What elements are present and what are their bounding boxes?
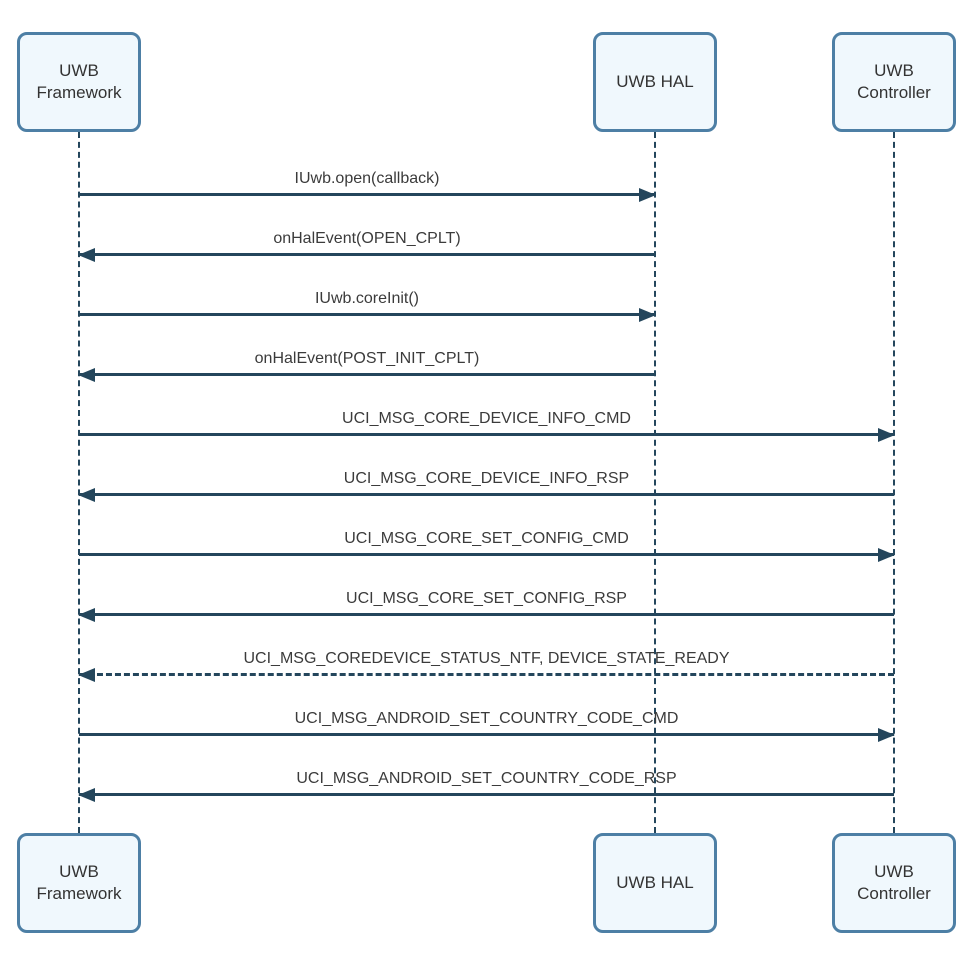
lifeline-uwb-controller [893,132,895,833]
actor-uwb-hal-bottom: UWB HAL [593,833,717,933]
message-line [79,433,894,436]
actor-uwb-controller-bottom: UWB Controller [832,833,956,933]
message-label: IUwb.coreInit() [314,290,420,307]
message-4: onHalEvent(POST_INIT_CPLT) [78,346,655,382]
message-label: onHalEvent(OPEN_CPLT) [273,230,461,247]
actor-label: UWB Controller [857,861,931,903]
message-11: UCI_MSG_ANDROID_SET_COUNTRY_CODE_RSP [78,766,894,802]
arrowhead-icon [78,668,95,682]
actor-label: UWB Framework [36,861,122,903]
arrowhead-icon [639,308,656,322]
message-line [79,193,655,196]
actor-uwb-hal-top: UWB HAL [593,32,717,132]
message-label: UCI_MSG_ANDROID_SET_COUNTRY_CODE_RSP [296,770,677,787]
message-label: UCI_MSG_CORE_SET_CONFIG_RSP [346,590,627,607]
message-line [79,373,655,376]
message-label: onHalEvent(POST_INIT_CPLT) [254,350,480,367]
actor-uwb-framework-bottom: UWB Framework [17,833,141,933]
message-line [79,313,655,316]
message-line [79,613,894,616]
message-5: UCI_MSG_CORE_DEVICE_INFO_CMD [79,406,895,442]
message-label: UCI_MSG_CORE_DEVICE_INFO_CMD [342,410,631,427]
actor-uwb-framework-top: UWB Framework [17,32,141,132]
message-3: IUwb.coreInit() [79,286,656,322]
message-7: UCI_MSG_CORE_SET_CONFIG_CMD [79,526,895,562]
arrowhead-icon [78,788,95,802]
actor-label: UWB HAL [616,872,694,892]
arrowhead-icon [78,248,95,262]
message-8: UCI_MSG_CORE_SET_CONFIG_RSP [78,586,894,622]
message-2: onHalEvent(OPEN_CPLT) [78,226,655,262]
message-label: UCI_MSG_CORE_DEVICE_INFO_RSP [343,470,630,487]
message-1: IUwb.open(callback) [79,166,656,202]
message-label: IUwb.open(callback) [294,170,440,187]
message-6: UCI_MSG_CORE_DEVICE_INFO_RSP [78,466,894,502]
arrowhead-icon [78,608,95,622]
message-9: UCI_MSG_COREDEVICE_STATUS_NTF, DEVICE_ST… [78,646,894,682]
message-line [79,793,894,796]
message-line [79,493,894,496]
message-label: UCI_MSG_ANDROID_SET_COUNTRY_CODE_CMD [294,710,679,727]
message-line [79,673,894,676]
actor-label: UWB Controller [857,60,931,102]
actor-uwb-controller-top: UWB Controller [832,32,956,132]
lifeline-uwb-hal [654,132,656,833]
message-line [79,253,655,256]
actor-label: UWB Framework [36,60,122,102]
arrowhead-icon [878,728,895,742]
arrowhead-icon [878,428,895,442]
arrowhead-icon [878,548,895,562]
message-label: UCI_MSG_CORE_SET_CONFIG_CMD [344,530,629,547]
message-line [79,553,894,556]
message-10: UCI_MSG_ANDROID_SET_COUNTRY_CODE_CMD [79,706,895,742]
arrowhead-icon [639,188,656,202]
message-label: UCI_MSG_COREDEVICE_STATUS_NTF, DEVICE_ST… [243,650,730,667]
lifeline-uwb-framework [78,132,80,833]
message-line [79,733,894,736]
actor-label: UWB HAL [616,71,694,91]
arrowhead-icon [78,488,95,502]
arrowhead-icon [78,368,95,382]
